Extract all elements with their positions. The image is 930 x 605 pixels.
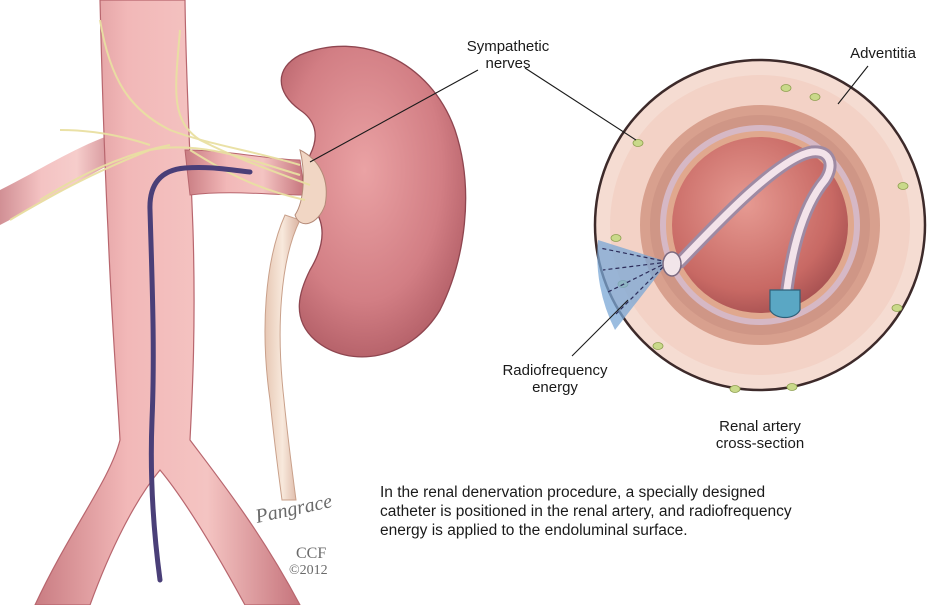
leader-rf [572,300,628,356]
cross-section [595,60,925,393]
signature-org: CCF [296,545,326,563]
label-renal-artery-cross-section: Renal artery cross-section [700,418,820,452]
catheter-sheath [770,290,800,318]
label-sympathetic-nerves: Sympathetic nerves [458,38,558,72]
caption-line-2: catheter is positioned in the renal arte… [380,502,900,521]
label-sympathetic-line2: nerves [458,55,558,72]
label-radiofrequency-energy: Radiofrequency energy [495,362,615,396]
catheter-tip [663,252,681,276]
caption-line-3: energy is applied to the endoluminal sur… [380,521,900,540]
signature-year: ©2012 [289,563,328,579]
leader-sympathetic-right [525,68,636,140]
label-cross-section-line2: cross-section [700,435,820,452]
label-adventitia-text: Adventitia [838,45,928,62]
label-rf-line1: Radiofrequency [495,362,615,379]
left-renal-branch [0,135,118,225]
label-adventitia: Adventitia [838,45,928,62]
ureter [265,215,300,500]
label-sympathetic-line1: Sympathetic [458,38,558,55]
label-rf-line2: energy [495,379,615,396]
caption: In the renal denervation procedure, a sp… [380,483,900,540]
caption-line-1: In the renal denervation procedure, a sp… [380,483,900,502]
label-cross-section-line1: Renal artery [700,418,820,435]
